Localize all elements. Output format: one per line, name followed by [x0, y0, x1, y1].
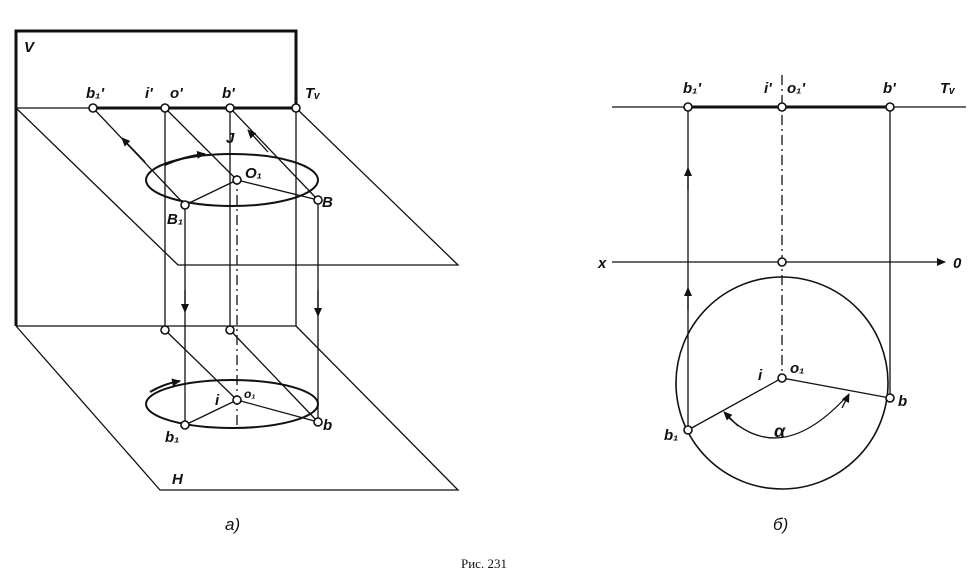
- arrow-diag-right: [247, 129, 269, 153]
- label-b1-prime: b₁': [86, 85, 104, 102]
- point-b1: [683, 425, 693, 435]
- label-o1: o₁: [244, 387, 256, 401]
- point-i-prime: [160, 103, 170, 113]
- diag-o-B: [229, 107, 319, 201]
- label-b1-prime: b₁': [683, 80, 701, 97]
- horizontal-rotation-circle: [675, 276, 889, 490]
- label-b: b: [323, 417, 332, 434]
- radius-o1-b: [236, 399, 319, 423]
- radius-O1-B: [236, 179, 319, 201]
- point-x-left: [160, 325, 170, 335]
- point-o1: [232, 395, 242, 405]
- label-o1: o₁: [790, 360, 804, 377]
- radius-b1: [687, 377, 783, 431]
- point-b-prime: [291, 103, 301, 113]
- radius-o1-b1: [184, 399, 238, 426]
- label-O1: O₁: [245, 165, 262, 182]
- panel-b-figure: b₁' i' o₁' b' Tᵥ x 0 i o₁ b₁ b α б): [597, 75, 966, 534]
- label-V: V: [24, 39, 36, 56]
- label-i-prime: i': [764, 80, 772, 97]
- label-Tv: Tᵥ: [940, 80, 955, 97]
- h-line-o: [229, 329, 319, 423]
- radius-b: [781, 377, 891, 399]
- point-b-prime: [885, 102, 895, 112]
- point-b: [885, 393, 895, 403]
- point-x-mid: [225, 325, 235, 335]
- alpha-arrow-right: [841, 393, 850, 409]
- point-b1-prime: [683, 102, 693, 112]
- point-o1: [777, 373, 787, 383]
- upper-rotation-circle: [145, 153, 319, 207]
- h-plane-outline: [15, 325, 460, 491]
- label-alpha: α: [774, 421, 786, 441]
- label-H: H: [172, 471, 184, 488]
- radius-O1-B1: [184, 179, 238, 206]
- panel-a-caption: a): [225, 515, 240, 534]
- figure-caption: Рис. 231: [461, 556, 507, 571]
- alpha-arrow-left: [723, 411, 739, 427]
- label-b: b: [898, 393, 907, 410]
- label-Tv: Tᵥ: [305, 85, 320, 102]
- diag-op-O1: [164, 107, 238, 181]
- label-B: B: [322, 194, 333, 211]
- label-i: i: [215, 392, 220, 409]
- label-J: J: [226, 130, 235, 147]
- point-o-prime: [225, 103, 235, 113]
- upper-arc-arrow: [164, 150, 206, 166]
- point-b1-prime: [88, 103, 98, 113]
- lower-arc-arrow: [149, 378, 181, 393]
- label-x: x: [597, 255, 607, 272]
- point-b1: [180, 420, 190, 430]
- label-o-prime: o': [170, 85, 183, 102]
- label-b1: b₁: [664, 427, 678, 444]
- panel-b-caption: б): [773, 515, 788, 534]
- label-b-prime: b': [222, 85, 235, 102]
- alpha-arc: [724, 394, 849, 439]
- label-i: i: [758, 367, 763, 384]
- h-line-i: [164, 329, 238, 401]
- lower-rotation-circle: [145, 379, 319, 429]
- label-o1-prime: o₁': [787, 80, 805, 97]
- point-B1: [180, 200, 190, 210]
- label-b-prime: b': [883, 80, 896, 97]
- point-o1-prime: [777, 102, 787, 112]
- point-O1: [232, 175, 242, 185]
- label-zero: 0: [953, 255, 962, 272]
- label-B1: B₁: [167, 211, 183, 228]
- label-i-prime: i': [145, 85, 153, 102]
- panel-a-figure: V H b₁' i' o' b' Tᵥ J O₁ B₁ B i o₁ b₁ b …: [14, 29, 460, 534]
- point-B: [313, 195, 323, 205]
- v-plane-outline: [14, 29, 298, 326]
- arrow-diag-left: [121, 137, 146, 163]
- point-b: [313, 417, 323, 427]
- point-axis-x: [777, 257, 787, 267]
- label-b1: b₁: [165, 429, 179, 446]
